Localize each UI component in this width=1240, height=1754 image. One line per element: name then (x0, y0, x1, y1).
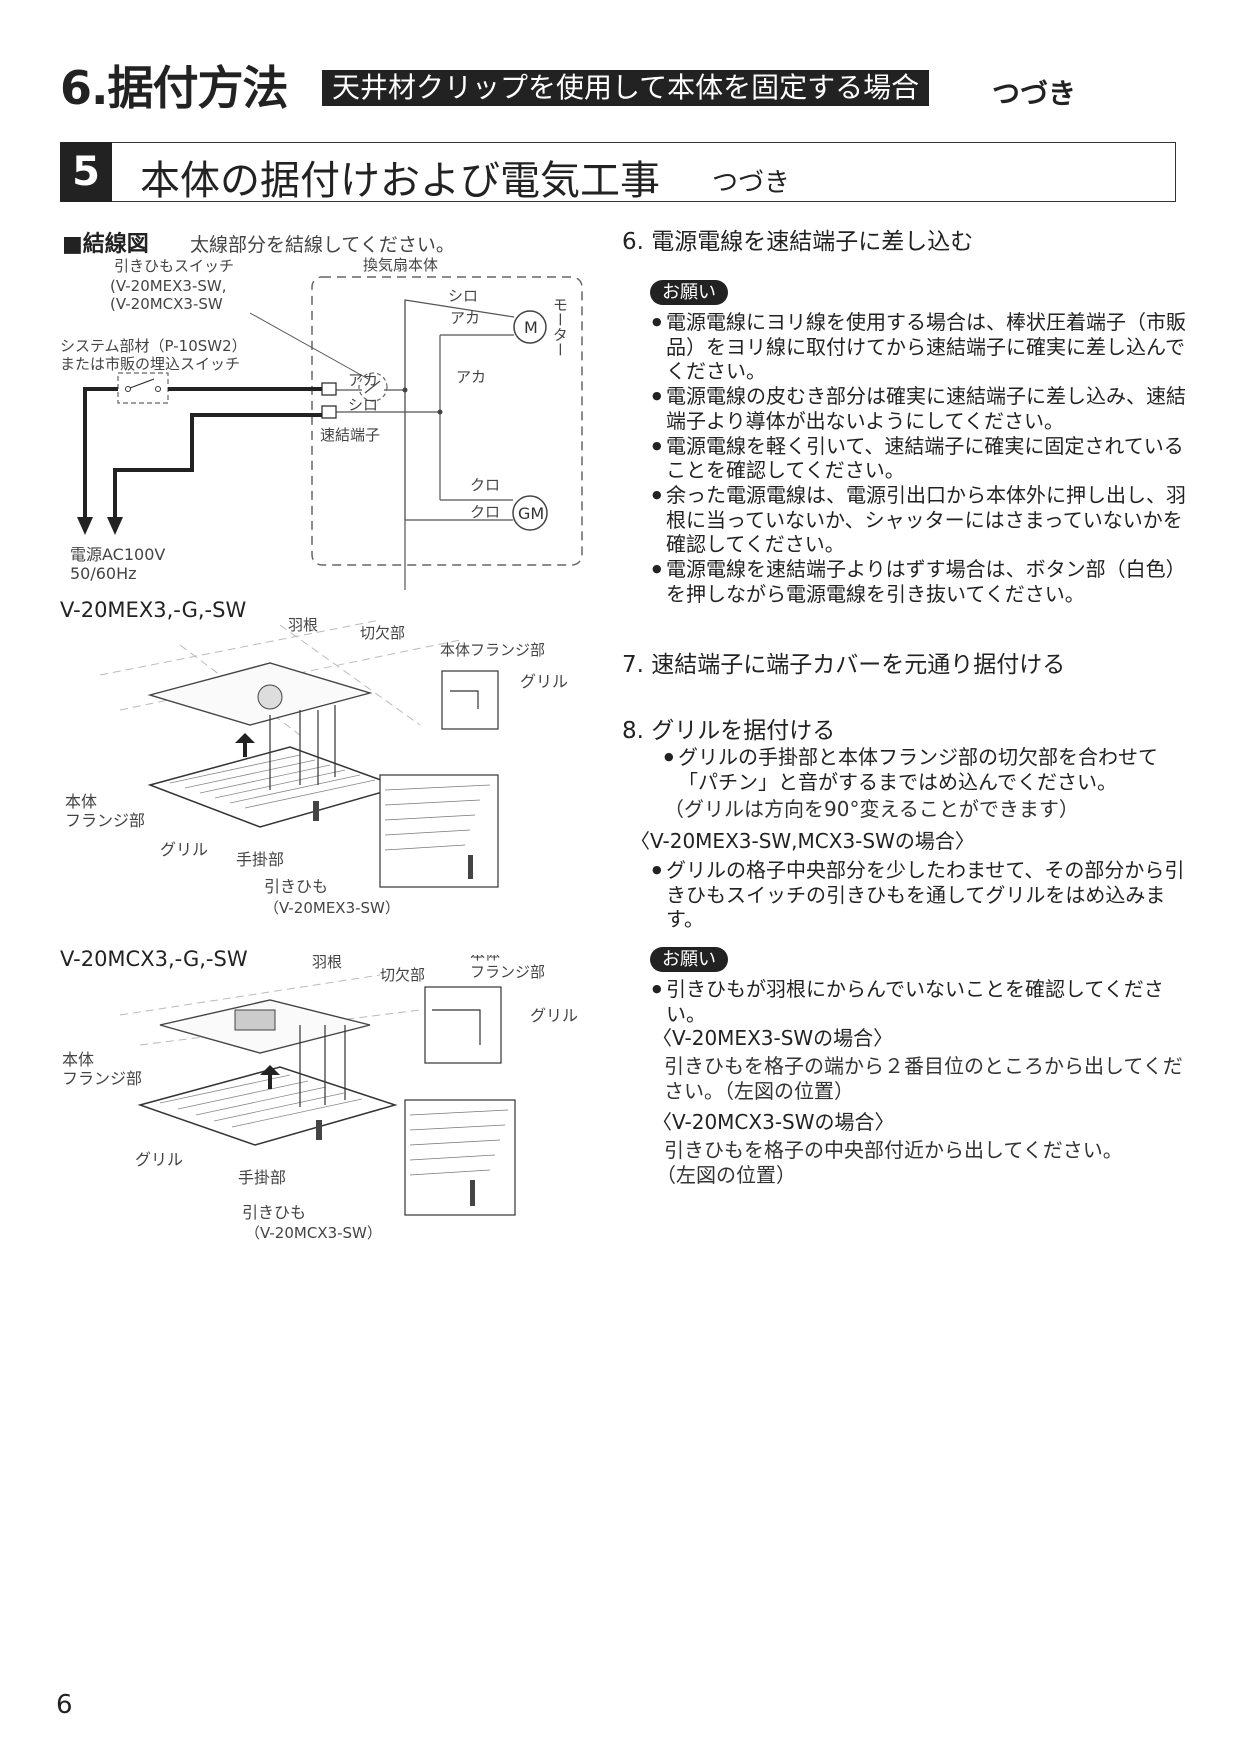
step-number: 5 (60, 142, 112, 202)
wiring-heading: ■結線図 (62, 232, 149, 257)
mcx-note: （左図の位置） (656, 1163, 796, 1187)
fig1-grille (147, 746, 403, 828)
section-heading: 6.据付方法 (60, 61, 288, 115)
step6-item: 余った電源電線は、電源引出口から本体外に押し出し、羽根に当っていないか、シャッタ… (652, 483, 1190, 557)
fig2-model: V-20MCX3,-G,-SW (60, 947, 248, 971)
step6-item: 電源電線にヨリ線を使用する場合は、棒状圧着端子（市販品）をヨリ線に取付けてから速… (652, 310, 1190, 384)
step6-item: 電源電線を軽く引いて、速結端子に確実に固定されていることを確認してください。 (652, 434, 1190, 483)
fig1-label-pull: 引きひも (264, 877, 328, 896)
fig1-illustration: 羽根 切欠部 本体フランジ部 グリル 本体 フランジ部 グリル 手掛部 引きひも… (65, 616, 568, 917)
mcx-text: 引きひもを格子の中央部付近から出してください。 (664, 1138, 1123, 1162)
wire-color-aka: アカ (348, 371, 378, 389)
fan-body-outline (311, 276, 583, 566)
system-part-label: システム部材（P-10SW2） (60, 337, 247, 355)
fig2-label-flange-left: 本体 (62, 1050, 94, 1069)
fig2-label-flange-top: 本体 (470, 955, 500, 963)
fig1-label-tekake: 手掛部 (236, 850, 284, 869)
mex-text: 引きひもを格子の端から２番目位のところから出してください。（左図の位置） (664, 1054, 1183, 1103)
step6-item: 電源電線を速結端子よりはずす場合は、ボタン部（白色）を押しながら電源電線を引き抜… (652, 557, 1190, 606)
fig1-label-flange-left-2: フランジ部 (65, 811, 145, 830)
power-label: 電源AC100V (70, 545, 165, 564)
fig1-label-grille: グリル (160, 840, 208, 859)
fig2-label-grille-inset: グリル (530, 1006, 578, 1025)
step8-list: グリルの手掛部と本体フランジ部の切欠部を合わせて「パチン」と音がするまではめ込ん… (664, 745, 1190, 794)
motor-gm-icon (512, 495, 548, 531)
fig1-label-kirikaki: 切欠部 (360, 624, 405, 642)
motor-m-icon (513, 310, 547, 344)
wire-color-aka-2: アカ (456, 368, 486, 386)
fig2-label-pull: 引きひも (242, 1203, 306, 1222)
section-continued: つづき (992, 77, 1077, 110)
pull-switch-model-1: (V-20MEX3-SW, (110, 277, 227, 295)
fig2-label-hane: 羽根 (312, 955, 342, 971)
wire-color-kuro-2: クロ (470, 503, 500, 521)
step8-case-list: グリルの格子中央部分を少したわませて、その部分から引きひもスイッチの引きひもを通… (652, 858, 1190, 932)
step8-case-head: 〈V-20MEX3-SW,MCX3-SWの場合〉 (630, 829, 975, 853)
fig2-grille (137, 1066, 398, 1146)
step6-item: 電源電線の皮むき部分は確実に速結端子に差し込み、速結端子より導体が出ないようにし… (652, 384, 1190, 433)
step8-onegai-list: 引きひもが羽根にからんでいないことを確認してください。 (652, 977, 1190, 1026)
step6-list: 電源電線にヨリ線を使用する場合は、棒状圧着端子（市販品）をヨリ線に取付けてから速… (652, 310, 1190, 606)
fig1-inset-bottom (379, 774, 499, 888)
motor-gm-label: GM (518, 504, 544, 523)
wire-color-shiro-2: シロ (448, 287, 478, 305)
fig2-label-tekake: 手掛部 (238, 1168, 286, 1187)
wire-color-aka-3: アカ (450, 309, 480, 327)
step8-item: グリルの手掛部と本体フランジ部の切欠部を合わせて「パチン」と音がするまではめ込ん… (664, 745, 1190, 794)
pull-switch-model-2: (V-20MCX3-SW (110, 295, 223, 313)
fig2-label-grille: グリル (135, 1150, 183, 1169)
fig1-label-hane: 羽根 (288, 616, 318, 634)
fig1-label-flange-top: 本体フランジ部 (440, 641, 545, 659)
fig2-label-kirikaki: 切欠部 (380, 966, 425, 984)
step8-note: （グリルは方向を90°変えることができます） (664, 797, 1079, 821)
fig1-model: V-20MEX3,-G,-SW (60, 598, 247, 622)
section-badge: 天井材クリップを使用して本体を固定する場合 (322, 70, 930, 106)
pull-switch-label: 引きひもスイッチ (114, 257, 234, 275)
fig2-illustration: 羽根 切欠部 本体 フランジ部 グリル 本体 フランジ部 グリル 手掛部 引きひ… (62, 955, 578, 1242)
wiring-subheading: 太線部分を結線してください。 (190, 234, 455, 256)
onegai-badge-2: お願い (650, 947, 728, 972)
fig1-label-grille-inset: グリル (520, 672, 568, 691)
step8-case-item: グリルの格子中央部分を少したわませて、その部分から引きひもスイッチの引きひもを通… (652, 858, 1190, 932)
wire-color-kuro: クロ (470, 476, 500, 494)
fig2-label-flange-left-2: フランジ部 (62, 1069, 142, 1088)
fig2-label-pull-model: （V-20MCX3-SW） (245, 1224, 382, 1242)
fig1-label-flange-left: 本体 (65, 792, 97, 811)
fig2-label-flange-top-2: フランジ部 (470, 963, 545, 981)
fan-body-label: 換気扇本体 (363, 256, 438, 274)
wiring-diagram: 換気扇本体 引きひもスイッチ (V-20MEX3-SW, (V-20MCX3-S… (60, 256, 583, 590)
page-number: 6 (56, 1690, 73, 1720)
fig1-pull-cord (313, 801, 319, 821)
step7-title: 7. 速結端子に端子カバーを元通り据付ける (622, 652, 1066, 678)
step6-title: 6. 電源電線を速結端子に差し込む (622, 229, 974, 255)
fig1-inset-top (441, 670, 499, 730)
step-continued: つづき (712, 168, 791, 198)
wire-color-shiro: シロ (348, 396, 378, 414)
onegai-badge: お願い (650, 280, 728, 305)
motor-vertical-label: モーター (551, 297, 569, 357)
power-freq-label: 50/60Hz (70, 564, 137, 583)
motor-m-label: M (524, 318, 538, 337)
terminal-label: 速結端子 (320, 426, 380, 444)
step8-onegai-item: 引きひもが羽根にからんでいないことを確認してください。 (652, 977, 1190, 1026)
step8-title: 8. グリルを据付ける (622, 718, 836, 744)
mcx-head: 〈V-20MCX3-SWの場合〉 (652, 1110, 895, 1134)
mex-head: 〈V-20MEX3-SWの場合〉 (652, 1026, 894, 1050)
fig2-inset-top (424, 986, 502, 1064)
terminal-block-icon (321, 382, 337, 396)
fig2-pull-cord (316, 1120, 322, 1140)
step-title: 本体の据付けおよび電気工事 (140, 158, 660, 204)
pull-switch-icon (358, 372, 388, 402)
fig1-label-pull-model: （V-20MEX3-SW） (264, 899, 400, 917)
fig2-inset-bottom (404, 1099, 516, 1216)
system-part-label-2: または市販の埋込スイッチ (60, 355, 240, 373)
